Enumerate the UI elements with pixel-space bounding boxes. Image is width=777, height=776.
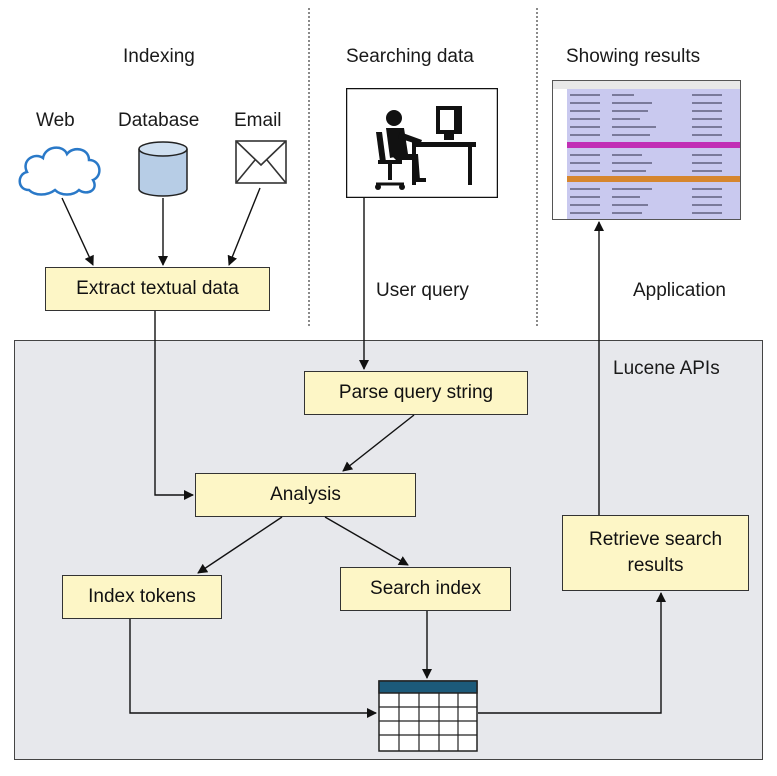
source-web-label: Web [36, 110, 75, 131]
arrow-web-to-extract [61, 197, 94, 266]
separator-left [308, 8, 310, 326]
index-tokens-box: Index tokens [62, 575, 222, 619]
source-database-label: Database [118, 110, 200, 131]
arrow-parse-to-analysis [342, 414, 415, 472]
retrieve-line-2: results [627, 555, 684, 576]
arrow-extract-to-analysis [154, 311, 194, 500]
arrow-analysis-to-index-tokens [197, 516, 283, 574]
section-searching-data: Searching data [346, 46, 474, 67]
arrow-index-to-retrieve [478, 592, 666, 714]
envelope-icon [235, 140, 287, 184]
user-query-label: User query [376, 280, 469, 301]
analysis-box: Analysis [195, 473, 416, 517]
application-label: Application [633, 280, 726, 301]
cloud-icon [18, 146, 101, 196]
lucene-apis-label: Lucene APIs [613, 358, 720, 379]
person-at-computer-icon [346, 88, 498, 198]
section-indexing: Indexing [123, 46, 195, 67]
separator-right [536, 8, 538, 326]
extract-textual-data-box: Extract textual data [45, 267, 270, 311]
source-email-label: Email [234, 110, 282, 131]
search-index-box: Search index [340, 567, 511, 611]
arrow-index-tokens-to-index [129, 619, 377, 718]
retrieve-search-results-box: Retrieve search results [562, 515, 749, 591]
arrow-email-to-extract [227, 187, 261, 266]
arrow-analysis-to-search-index [324, 516, 409, 566]
results-screenshot-icon [552, 80, 741, 220]
index-table-icon [378, 680, 478, 752]
retrieve-line-1: Retrieve search [588, 529, 723, 551]
database-cylinder-icon [138, 141, 188, 197]
parse-query-string-box: Parse query string [304, 371, 528, 415]
section-showing-results: Showing results [566, 46, 701, 67]
